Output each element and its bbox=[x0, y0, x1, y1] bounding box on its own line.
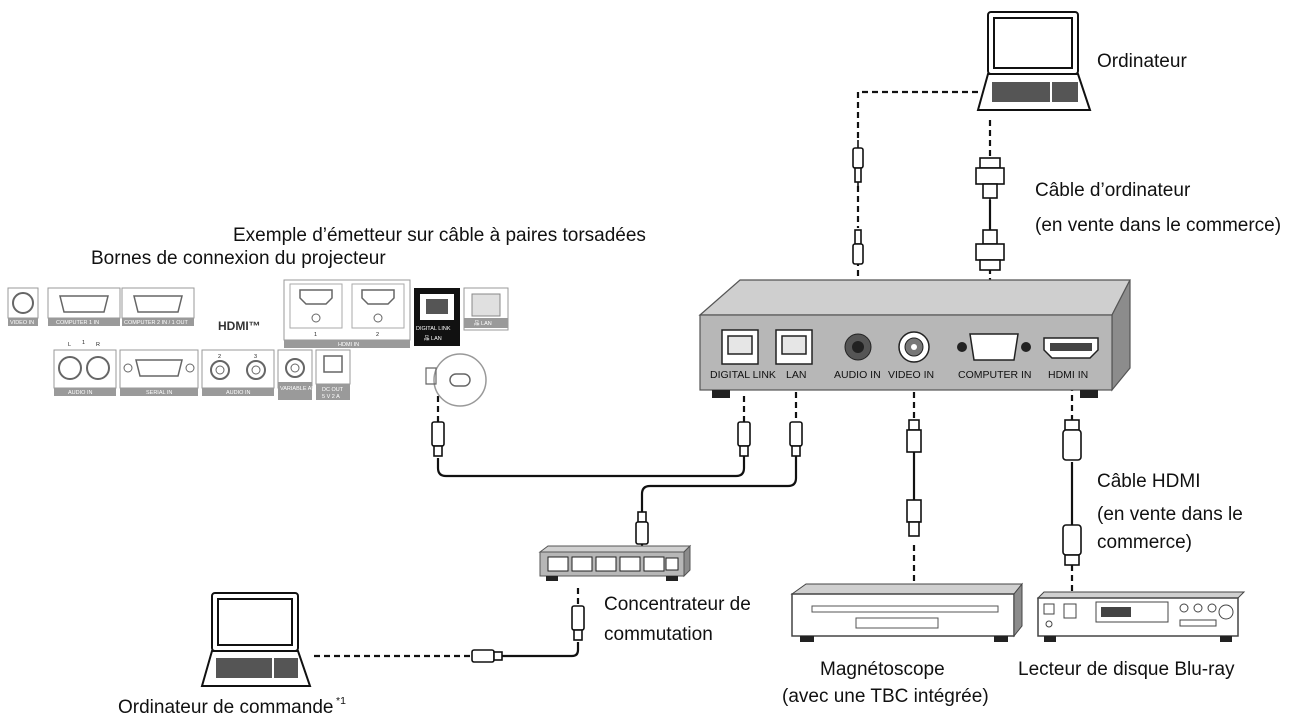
video-in-port-label: VIDEO IN bbox=[888, 369, 934, 381]
svg-text:1: 1 bbox=[82, 340, 85, 346]
hdmi-plug-bottom bbox=[1062, 524, 1082, 566]
rj45-plug-lan bbox=[789, 421, 803, 457]
svg-text:SERIAL IN: SERIAL IN bbox=[146, 390, 172, 396]
hdmi-in-terminals: 1 2 HDMI IN bbox=[283, 279, 411, 348]
svg-text:2: 2 bbox=[376, 332, 379, 338]
rj45-plug-hub-bottom bbox=[571, 605, 585, 641]
projector-terminals-label: Bornes de connexion du projecteur bbox=[91, 248, 386, 269]
computer-icon bbox=[976, 11, 1092, 111]
computer-in-port-label: COMPUTER IN bbox=[958, 369, 1032, 381]
audio-in-port-label: AUDIO IN bbox=[834, 369, 881, 381]
svg-text:品 LAN: 品 LAN bbox=[424, 335, 442, 342]
hdmi-cable-note-2: commerce) bbox=[1097, 532, 1192, 553]
svg-text:3: 3 bbox=[254, 354, 257, 360]
projector-terminal-panel: VIDEO IN COMPUTER 1 IN COMPUTER 2 IN / 1… bbox=[7, 279, 509, 407]
hdmi-plug-top bbox=[1062, 419, 1082, 461]
audio-plug-bottom bbox=[852, 229, 864, 265]
control-computer-icon bbox=[200, 592, 312, 687]
rj45-plug-projector bbox=[431, 421, 445, 457]
security-slot bbox=[425, 353, 487, 407]
rj45-plug-digital-link bbox=[737, 421, 751, 457]
audio-plug-top bbox=[852, 140, 864, 188]
hdmi-in-port-label: HDMI IN bbox=[1048, 369, 1088, 381]
svg-text:AUDIO IN: AUDIO IN bbox=[68, 390, 92, 396]
switching-hub-label-1: Concentrateur de bbox=[604, 594, 751, 615]
rca-plug-bottom bbox=[906, 499, 922, 537]
computer2-in-terminal: COMPUTER 2 IN / 1 OUT bbox=[121, 287, 195, 326]
svg-text:DC OUT: DC OUT bbox=[322, 387, 344, 393]
hdmi-cable-note-1: (en vente dans le bbox=[1097, 504, 1243, 525]
digital-link-terminal: DIGITAL LINK 品 LAN bbox=[414, 288, 460, 346]
bluray-label: Lecteur de disque Blu-ray bbox=[1018, 659, 1235, 680]
rj45-plug-hub-top bbox=[635, 511, 649, 545]
svg-text:1: 1 bbox=[314, 332, 317, 338]
svg-text:2: 2 bbox=[218, 354, 221, 360]
computer1-in-terminal: COMPUTER 1 IN bbox=[47, 287, 121, 326]
hdmi-in-port bbox=[1043, 337, 1099, 359]
computer-in-port bbox=[957, 333, 1031, 361]
digital-link-port bbox=[721, 329, 759, 365]
computer-cable-label: Câble d’ordinateur bbox=[1035, 180, 1191, 201]
svg-text:COMPUTER 2 IN / 1 OUT: COMPUTER 2 IN / 1 OUT bbox=[124, 320, 189, 326]
svg-text:R: R bbox=[96, 342, 100, 348]
rj45-plug-control-computer bbox=[471, 649, 503, 663]
vcr-note: (avec une TBC intégrée) bbox=[782, 686, 989, 707]
audio-cable-upper bbox=[856, 90, 978, 140]
svg-text:5 V 2 A: 5 V 2 A bbox=[322, 394, 340, 400]
serial-in-terminal: SERIAL IN bbox=[119, 349, 199, 396]
transmitter-label: Exemple d’émetteur sur câble à paires to… bbox=[233, 225, 646, 246]
digital-link-port-label: DIGITAL LINK bbox=[710, 369, 776, 381]
lan-terminal: 品 LAN bbox=[463, 287, 509, 331]
lan-port-label: LAN bbox=[786, 369, 806, 381]
svg-text:L: L bbox=[68, 342, 71, 348]
svg-text:VIDEO IN: VIDEO IN bbox=[10, 320, 34, 326]
switching-hub-label-2: commutation bbox=[604, 624, 713, 645]
variable-audio-out-terminal: VARIABLE AUDIO OUT bbox=[277, 349, 339, 400]
svg-text:COMPUTER 1 IN: COMPUTER 1 IN bbox=[56, 320, 99, 326]
dc-out-terminal: DC OUT 5 V 2 A bbox=[315, 349, 351, 400]
hdmi-cable-label: Câble HDMI bbox=[1097, 471, 1200, 492]
computer-cable-note: (en vente dans le commerce) bbox=[1035, 215, 1281, 236]
twisted-pair-transmitter: DIGITAL LINK LAN AUDIO IN VIDEO IN COMPU… bbox=[698, 279, 1131, 398]
hdmi-logo: HDMI™ bbox=[218, 319, 261, 333]
control-computer-footnote: *1 bbox=[336, 695, 346, 707]
vga-plug-top bbox=[975, 157, 1005, 204]
svg-text:DIGITAL LINK: DIGITAL LINK bbox=[416, 326, 451, 332]
svg-text:HDMI IN: HDMI IN bbox=[338, 342, 359, 348]
rca-plug-top bbox=[906, 419, 922, 453]
audio-in-23-terminal: 2 3 AUDIO IN bbox=[201, 349, 275, 396]
svg-text:VARIABLE AUDIO OUT: VARIABLE AUDIO OUT bbox=[280, 386, 339, 392]
control-computer-label: Ordinateur de commande bbox=[118, 697, 333, 718]
svg-text:AUDIO IN: AUDIO IN bbox=[226, 390, 250, 396]
video-in-terminal: VIDEO IN bbox=[7, 287, 39, 326]
svg-text:品 LAN: 品 LAN bbox=[474, 320, 492, 327]
computer-label: Ordinateur bbox=[1097, 51, 1187, 72]
vga-plug-bottom bbox=[975, 229, 1005, 271]
vcr-label: Magnétoscope bbox=[820, 659, 945, 680]
vcr-icon bbox=[790, 582, 1024, 642]
bluray-player-icon bbox=[1036, 591, 1246, 642]
lan-port bbox=[775, 329, 813, 365]
switching-hub bbox=[538, 544, 692, 581]
audio-in-1-terminal: L R 1 AUDIO IN bbox=[53, 340, 117, 396]
